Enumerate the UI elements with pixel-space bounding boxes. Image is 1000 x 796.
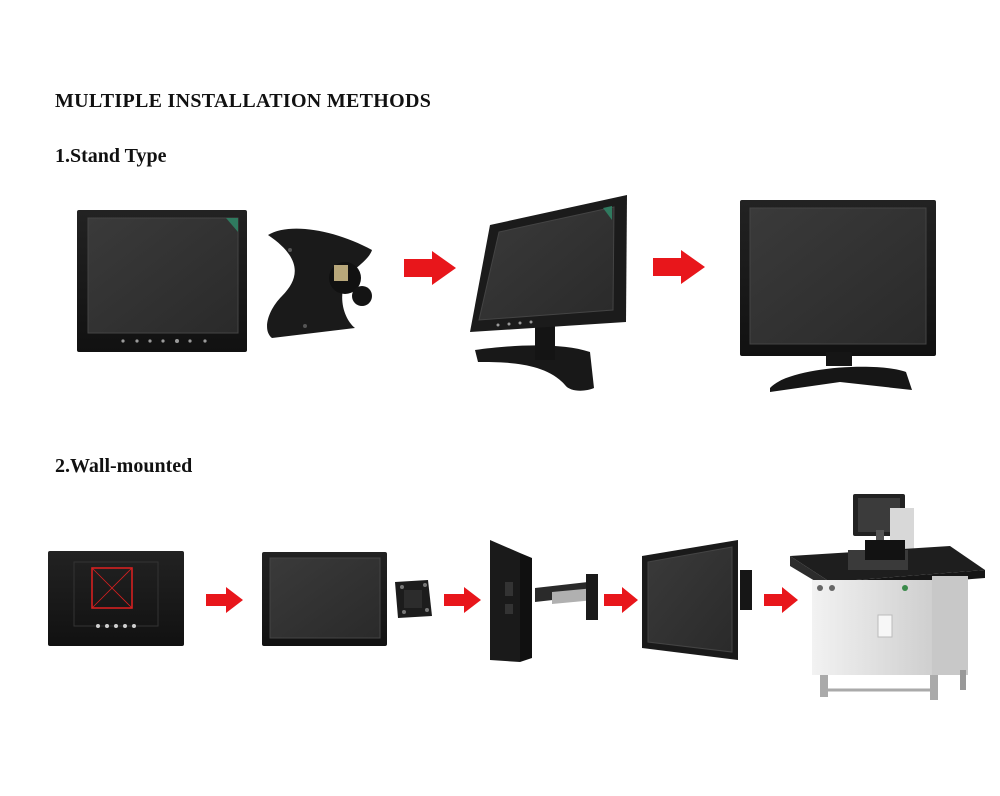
machine-icon [790,494,985,700]
section-title-wall-mounted: 2.Wall-mounted [55,455,193,477]
wall-arm-icon [490,540,598,662]
page-title: MULTIPLE INSTALLATION METHODS [55,90,432,112]
vesa-bracket-icon [395,580,432,618]
monitor-on-stand-icon [470,195,627,391]
section-title-stand-type: 1.Stand Type [55,145,167,167]
monitor-front-icon [77,210,247,352]
stand-base-icon [267,228,372,338]
arrow-right-icon [653,250,705,284]
monitor-wall-mounted-icon [642,540,752,660]
monitor-front-wall-icon [262,552,387,646]
monitor-back-icon [48,551,184,646]
arrow-right-icon [206,587,243,613]
arrow-right-icon [604,587,638,613]
arrow-right-icon [444,587,481,613]
arrow-right-icon [404,251,456,285]
monitor-stand-front-icon [740,200,936,392]
arrow-right-icon [764,587,798,613]
